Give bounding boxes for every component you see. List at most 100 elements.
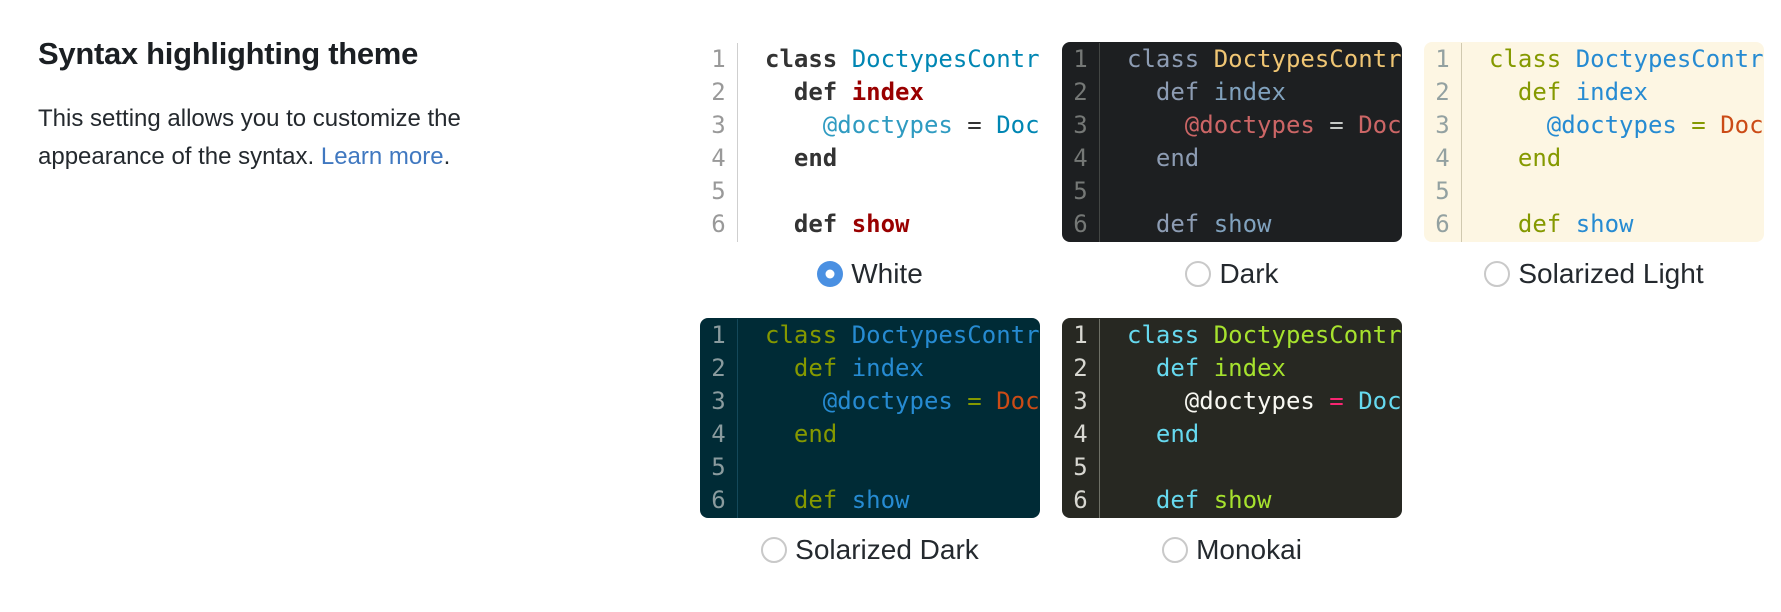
code-token: @doctypes [822, 387, 953, 415]
code-line: def index [1489, 76, 1764, 109]
code-token: Doctype.all [1358, 387, 1402, 415]
theme-option-white[interactable]: White [700, 258, 1040, 290]
code-token [953, 111, 967, 139]
code-line: @doctypes = Doctype.all [765, 109, 1040, 142]
line-number: 6 [1435, 210, 1450, 238]
code-token: end [793, 420, 838, 448]
code-token: @doctypes [1184, 387, 1315, 415]
theme-radio-solarized-light[interactable] [1484, 261, 1511, 287]
code-line: class DoctypesController [1127, 43, 1402, 76]
line-number: 5 [711, 177, 726, 205]
code-token: = [967, 111, 982, 139]
line-number: 4 [1435, 144, 1450, 172]
code-token: = [1691, 111, 1706, 139]
code-token: = [967, 387, 982, 415]
code-token: class [1127, 45, 1214, 73]
code-sample: class DoctypesController def index @doct… [1100, 319, 1402, 518]
theme-label-monokai: Monokai [1196, 534, 1302, 565]
theme-option-dark[interactable]: Dark [1062, 258, 1402, 290]
code-token: def [1155, 210, 1214, 238]
theme-radio-solarized-dark[interactable] [761, 537, 788, 563]
code-token: def [1517, 78, 1576, 106]
code-token: Doctype.all [1720, 111, 1764, 139]
code-token: show [1575, 210, 1634, 238]
code-line: def index [765, 76, 1040, 109]
code-token: index [1213, 354, 1286, 382]
code-token: = [1329, 387, 1344, 415]
theme-option-solarized-dark[interactable]: Solarized Dark [700, 534, 1040, 566]
code-token: index [851, 78, 924, 106]
line-number: 2 [711, 354, 726, 382]
sentence-period: . [443, 143, 451, 170]
line-number: 6 [711, 210, 726, 238]
code-token [765, 111, 823, 139]
theme-radio-white[interactable] [817, 261, 844, 287]
code-token: show [851, 210, 910, 238]
line-number: 1 [1435, 45, 1450, 73]
line-number: 3 [1073, 111, 1088, 139]
code-line: end [765, 142, 1040, 175]
line-number: 3 [1435, 111, 1450, 139]
code-token [982, 111, 996, 139]
code-token [765, 387, 823, 415]
code-token [1315, 111, 1329, 139]
code-token: end [793, 144, 838, 172]
line-number: 3 [711, 111, 726, 139]
code-line: class DoctypesController [1489, 43, 1764, 76]
settings-description-column: Syntax highlighting theme This setting a… [38, 34, 598, 176]
line-number: 4 [711, 420, 726, 448]
code-token: def [1155, 486, 1214, 514]
code-line: end [765, 418, 1040, 451]
line-number: 3 [1073, 387, 1088, 415]
code-line: end [1127, 418, 1402, 451]
code-token: DoctypesController [1575, 45, 1764, 73]
theme-option-solarized-light[interactable]: Solarized Light [1424, 258, 1764, 290]
line-number: 3 [711, 387, 726, 415]
code-token [1127, 387, 1185, 415]
line-number: 4 [711, 144, 726, 172]
theme-radio-monokai[interactable] [1162, 537, 1189, 563]
code-token [1127, 486, 1156, 514]
code-line: def show [1127, 208, 1402, 241]
code-token: class [765, 321, 852, 349]
code-token [765, 210, 794, 238]
code-line: @doctypes = Doctype.all [1127, 109, 1402, 142]
code-line [1127, 451, 1402, 484]
code-line: def index [765, 352, 1040, 385]
line-number: 2 [1073, 78, 1088, 106]
code-line: @doctypes = Doctype.all [765, 385, 1040, 418]
theme-radio-dark[interactable] [1185, 261, 1212, 287]
line-number: 5 [1435, 177, 1450, 205]
code-token [765, 144, 794, 172]
line-number: 5 [1073, 453, 1088, 481]
code-line: end [1489, 142, 1764, 175]
code-token [1489, 111, 1547, 139]
code-token: DoctypesController [1213, 45, 1402, 73]
code-token [1344, 387, 1358, 415]
code-token: def [793, 210, 852, 238]
learn-more-link[interactable]: Learn more [320, 143, 444, 170]
line-number: 6 [711, 486, 726, 514]
page-title: Syntax highlighting theme [38, 36, 419, 71]
theme-option-monokai[interactable]: Monokai [1062, 534, 1402, 566]
code-token [1489, 144, 1518, 172]
section-description: This setting allows you to customize the… [38, 100, 598, 176]
code-line: end [1127, 142, 1402, 175]
code-token: def [1517, 210, 1576, 238]
code-token [1315, 387, 1329, 415]
code-token [1489, 78, 1518, 106]
code-line: def index [1127, 352, 1402, 385]
code-token: def [1155, 354, 1214, 382]
code-token: def [793, 78, 852, 106]
